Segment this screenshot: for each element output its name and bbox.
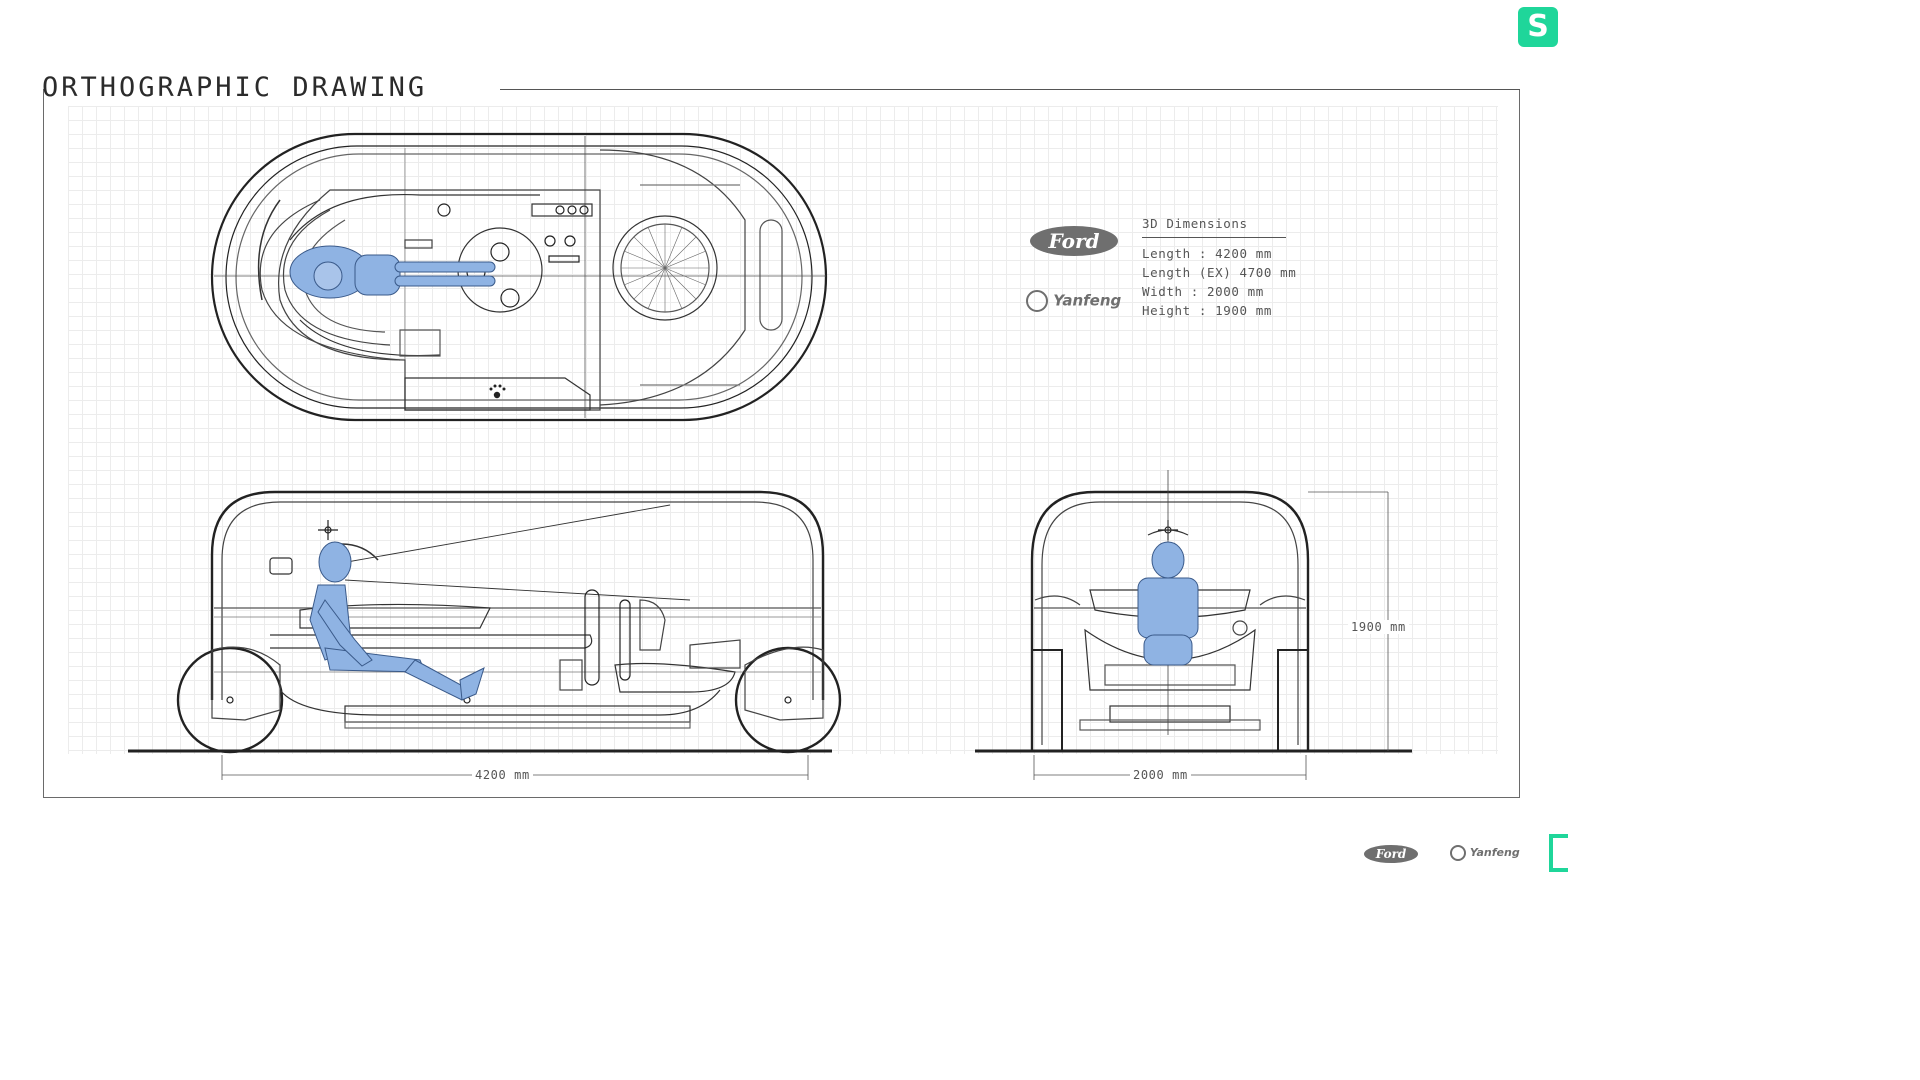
dimension-row: Length (EX) 4700 mm <box>1142 265 1297 280</box>
footer-yanfeng-mark-icon <box>1450 845 1466 861</box>
dimensions-heading: 3D Dimensions <box>1142 216 1286 238</box>
title-rule <box>500 89 1520 90</box>
dimension-row: Length : 4200 mm <box>1142 246 1273 261</box>
yanfeng-mark-icon <box>1026 290 1048 312</box>
dimension-row: Height : 1900 mm <box>1142 303 1273 318</box>
s-brand-icon: S <box>1518 7 1558 47</box>
drawing-frame <box>43 89 1520 798</box>
footer-yanfeng-logo: Yanfeng <box>1450 845 1520 861</box>
top-view <box>210 132 828 422</box>
corner-accent-inner <box>1553 838 1568 868</box>
footer-yanfeng-logo-text: Yanfeng <box>1469 846 1520 859</box>
front-view <box>975 470 1412 780</box>
ford-logo: Ford <box>1030 226 1118 256</box>
footer-ford-logo: Ford <box>1364 845 1418 863</box>
orthographic-drawing <box>128 132 1412 780</box>
dimensions-panel: 3D Dimensions Length : 4200 mm Length (E… <box>1142 216 1296 318</box>
dimension-row: Width : 2000 mm <box>1142 284 1264 299</box>
yanfeng-logo: Yanfeng <box>1026 290 1121 312</box>
front-width-label: 2000 mm <box>1130 768 1191 782</box>
paw-icon <box>489 384 506 399</box>
passenger-figure-front <box>1137 541 1199 666</box>
front-height-label: 1900 mm <box>1348 620 1409 634</box>
passenger-figure-top <box>289 245 496 299</box>
passenger-figure-side <box>309 541 485 701</box>
page-title: ORTHOGRAPHIC DRAWING <box>42 72 428 103</box>
side-length-label: 4200 mm <box>472 768 533 782</box>
yanfeng-logo-text: Yanfeng <box>1053 291 1122 310</box>
side-view <box>128 490 842 780</box>
